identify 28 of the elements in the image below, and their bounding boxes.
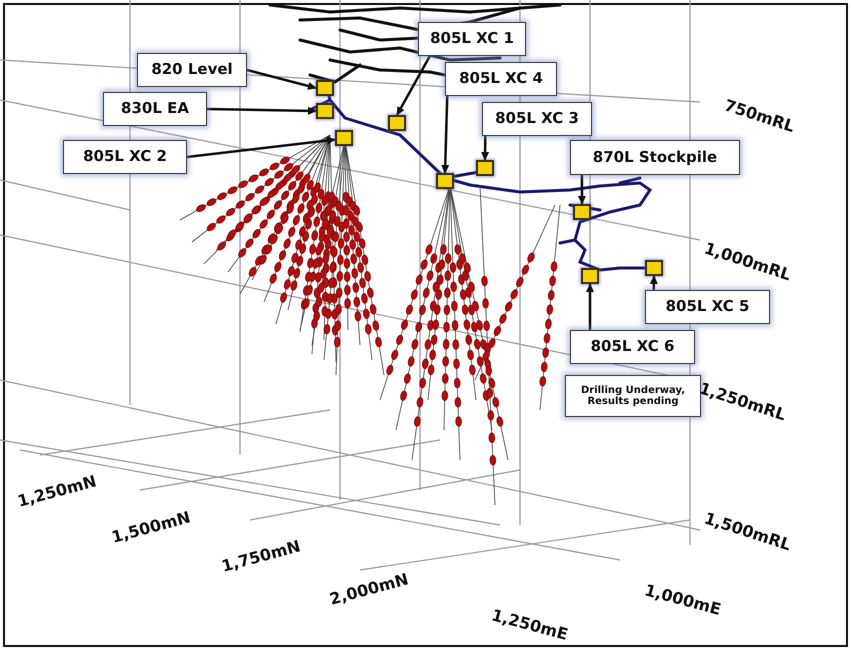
callout-label: 805L XC 2 [63, 140, 187, 174]
leader-arrow [481, 136, 490, 161]
callout-label: 870L Stockpile [570, 140, 740, 175]
marker-square [645, 260, 663, 276]
marker-square [581, 268, 599, 284]
leader-arrow [586, 283, 594, 330]
marker-square [476, 160, 494, 176]
leader-arrow [650, 275, 658, 290]
leader-arrow [246, 68, 317, 90]
marker-square [436, 173, 454, 189]
callout-label: 805L XC 6 [570, 330, 695, 364]
leader-arrow [441, 96, 450, 174]
callout-label: 805L XC 4 [445, 62, 557, 96]
callout-label: 805L XC 5 [645, 290, 770, 324]
leader-arrow [578, 175, 586, 205]
marker-square [573, 204, 591, 220]
callout-label: 805L XC 3 [482, 102, 592, 136]
callout-label: 805L XC 1 [418, 22, 526, 56]
marker-square [316, 103, 334, 119]
leader-arrow [396, 55, 431, 116]
marker-square [388, 115, 406, 131]
marker-square [316, 80, 334, 96]
leader-arrow [206, 106, 317, 115]
callout-label: 820 Level [137, 53, 247, 87]
callout-label: Drilling Underway, Results pending [565, 375, 701, 417]
leader-arrow [186, 136, 336, 158]
callout-label: 830L EA [103, 92, 207, 126]
marker-square [335, 130, 353, 146]
